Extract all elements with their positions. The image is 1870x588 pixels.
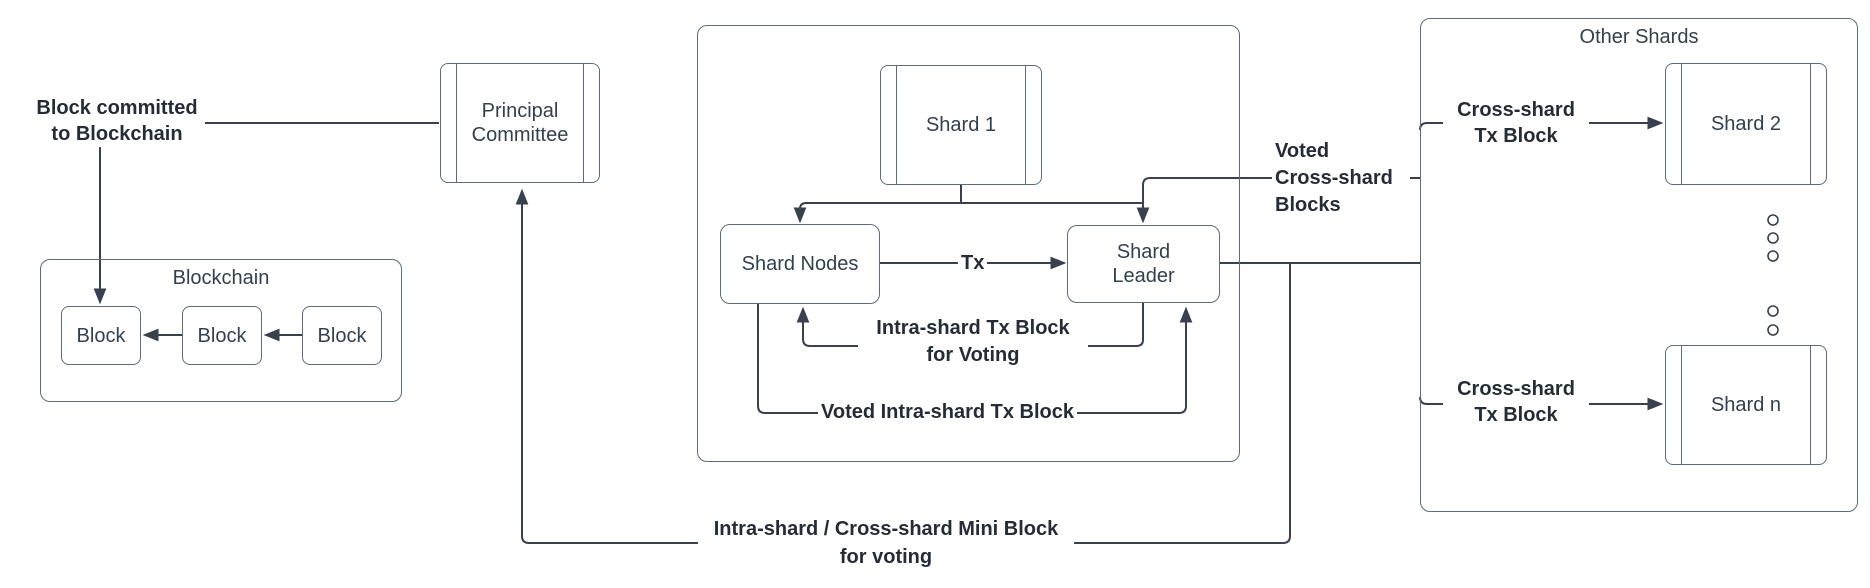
process-bar-left: [1681, 346, 1682, 464]
connector-voted-cross: [1136, 177, 1420, 224]
ellipsis-dots: [1767, 214, 1779, 336]
other-shards-title: Other Shards: [1579, 26, 1699, 48]
process-bar-right: [583, 64, 584, 182]
process-bar-left: [1681, 64, 1682, 184]
process-bar-right: [1810, 346, 1811, 464]
shard1-container: [697, 25, 1240, 462]
shard1-node: Shard 1: [880, 65, 1042, 185]
shard-nodes-node: Shard Nodes: [720, 224, 880, 304]
shard-n-node: Shard n: [1665, 345, 1827, 465]
process-bar-right: [1025, 66, 1026, 184]
shard-leader-label: Shard Leader: [1112, 241, 1175, 287]
edge-label-intra-shard-voting: Intra-shard Tx Block for Voting: [858, 315, 1088, 369]
block-node-2: Block: [182, 306, 262, 365]
process-bar-left: [456, 64, 457, 182]
blockchain-container: [40, 259, 402, 402]
block-node-1: Block: [61, 306, 141, 365]
shard2-label: Shard 2: [1710, 113, 1782, 135]
shard2-node: Shard 2: [1665, 63, 1827, 185]
edge-label-cross-shard-top: Cross-shard Tx Block: [1443, 97, 1589, 149]
blockchain-title: Blockchain: [172, 267, 270, 289]
process-bar-right: [1810, 64, 1811, 184]
connector-shard1-to-shardnodes: [793, 202, 1143, 224]
edge-label-voted-cross: Voted Cross-shard Blocks: [1272, 138, 1410, 219]
other-shards-container: [1420, 18, 1858, 512]
edge-label-tx: Tx: [958, 250, 988, 277]
shard-nodes-label: Shard Nodes: [741, 253, 859, 275]
shard-n-label: Shard n: [1710, 394, 1782, 416]
edge-label-voted-intra: Voted Intra-shard Tx Block: [818, 399, 1078, 426]
principal-committee-label: Principal Committee: [471, 100, 569, 146]
edge-label-cross-shard-bottom: Cross-shard Tx Block: [1443, 376, 1589, 428]
shard-leader-node: Shard Leader: [1067, 225, 1220, 303]
block-node-3: Block: [302, 306, 382, 365]
edge-label-mini-block: Intra-shard / Cross-shard Mini Block for…: [698, 515, 1074, 571]
process-bar-left: [896, 66, 897, 184]
principal-committee-node: Principal Committee: [440, 63, 600, 183]
shard1-label: Shard 1: [925, 114, 997, 136]
edge-label-block-committed: Block committed to Blockchain: [36, 97, 198, 145]
